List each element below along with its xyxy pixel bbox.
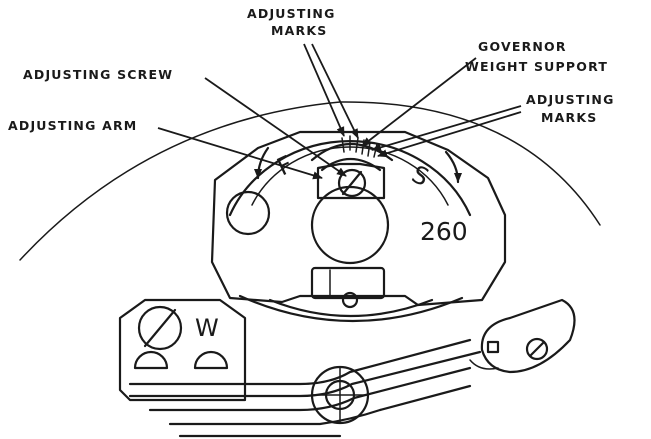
label-adjusting-marks-right-1: ADJUSTING [526, 92, 615, 107]
label-governor-1: GOVERNOR [478, 39, 567, 54]
label-adjusting-screw: ADJUSTING SCREW [23, 67, 173, 82]
right-bracket [480, 298, 576, 374]
adjusting-screw-slot [341, 170, 363, 196]
leader-adjusting-marks-top-a [303, 43, 345, 137]
w-plate-half-circle-left [133, 350, 169, 370]
f-direction-arrow [254, 146, 270, 180]
leader-adjusting-arm [157, 127, 323, 180]
label-adjusting-marks-top-2: MARKS [271, 23, 327, 38]
speed-number: 260 [420, 217, 468, 246]
leader-adjusting-marks-right-b [377, 111, 522, 158]
right-bracket-wire [469, 359, 499, 370]
w-plate-screw-slot [143, 308, 177, 348]
leader-adjusting-screw [204, 77, 347, 177]
leader-adjusting-marks-top-b [311, 43, 359, 139]
right-bracket-square [486, 340, 500, 354]
s-direction-arrow [444, 150, 462, 184]
adjusting-arm-block [316, 162, 386, 200]
lower-slot-hole [341, 291, 359, 309]
leader-adjusting-marks-right-a [371, 105, 522, 152]
label-adjusting-marks-top-1: ADJUSTING [247, 6, 336, 21]
w-plate-half-circle-right [193, 350, 229, 370]
adjusting-screw-head [337, 168, 367, 198]
plate-hole-left [225, 190, 271, 236]
label-adjusting-marks-right-2: MARKS [541, 110, 597, 125]
plate-lower-sector-2 [268, 298, 434, 318]
w-plate-screw [137, 305, 183, 351]
label-governor-2: WEIGHT SUPPORT [465, 59, 608, 74]
w-mark: W [195, 314, 219, 342]
w-plate [118, 298, 247, 402]
plate-lower-sector [238, 294, 464, 323]
right-bracket-screw-slot [528, 340, 546, 358]
roller-spokes [311, 366, 369, 424]
right-bracket-screw [525, 337, 549, 361]
leader-governor [361, 57, 477, 147]
lower-slot-block [310, 266, 386, 300]
label-adjusting-arm: ADJUSTING ARM [8, 118, 137, 133]
contact-blades [128, 338, 482, 438]
